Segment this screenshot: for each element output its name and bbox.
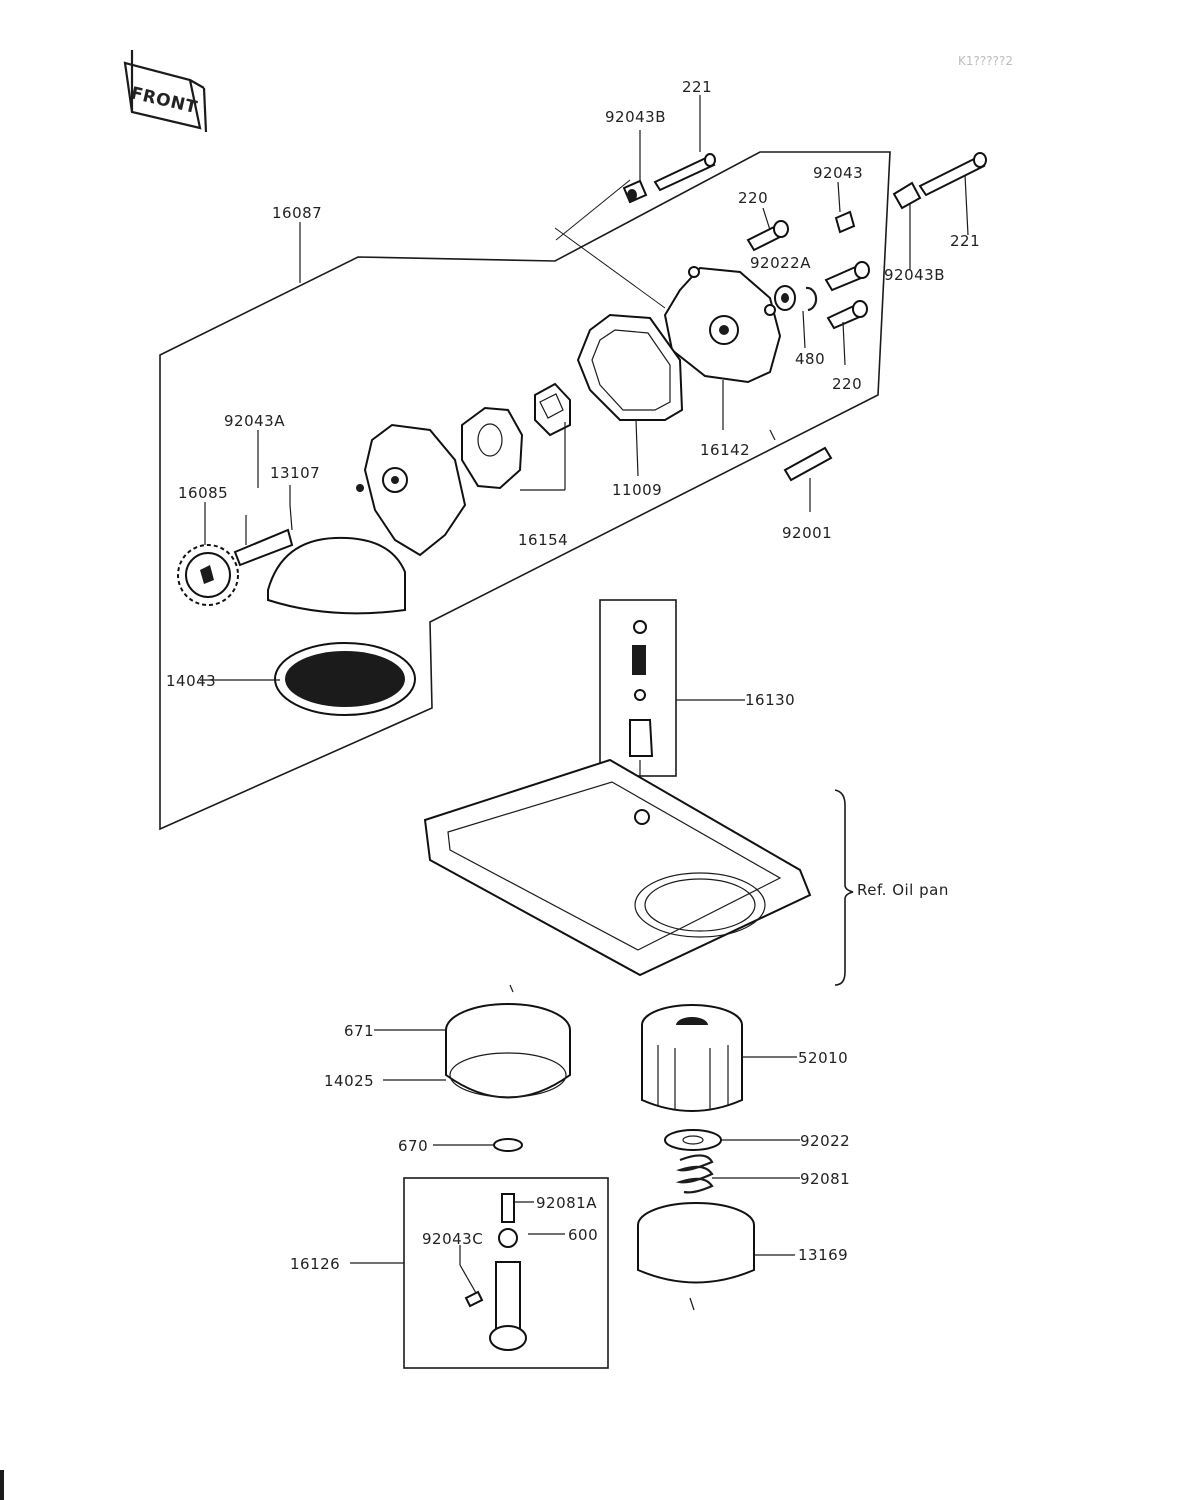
oil-pump-assembly-outline [159, 151, 891, 831]
oil-filter-52010 [641, 1004, 743, 1112]
circlip-480 [805, 286, 818, 312]
relief-valve-16126 [403, 1177, 609, 1369]
bolt-92001 [783, 446, 833, 482]
sprocket-16085 [177, 544, 239, 606]
screws-220-bottom [824, 261, 870, 330]
oil-screen-14043 [274, 642, 416, 716]
label-16087: 16087 [272, 204, 322, 222]
dowel-pin-92043 [834, 210, 856, 234]
guide-line-2 [555, 179, 631, 241]
strainer-ring-14025 [445, 984, 571, 1099]
spring-92081 [675, 1154, 714, 1194]
label-16085: 16085 [178, 484, 228, 502]
bolt-221-right [892, 152, 987, 210]
label-92043b-right: 92043B [884, 266, 945, 284]
shaft-13107 [233, 504, 294, 567]
label-14043: 14043 [166, 672, 216, 690]
label-220-bottom: 220 [832, 375, 862, 393]
scan-edge-mark [0, 1470, 4, 1500]
label-16130: 16130 [745, 691, 795, 709]
label-ref-oil-pan: Ref. Oil pan [857, 881, 949, 899]
gasket-11009 [576, 313, 684, 421]
label-480: 480 [795, 350, 825, 368]
label-92043a: 92043A [224, 412, 285, 430]
screw-220-top [746, 220, 789, 252]
label-52010: 52010 [798, 1049, 848, 1067]
label-92043c: 92043C [422, 1230, 483, 1248]
oil-pan-reference [423, 758, 812, 977]
label-16126: 16126 [290, 1255, 340, 1273]
pump-cover-16142 [663, 266, 782, 384]
guide-line [554, 227, 666, 309]
oil-pan-brace [834, 789, 854, 986]
label-221-top: 221 [682, 78, 712, 96]
filter-cover-13169 [637, 1202, 755, 1311]
label-92022a: 92022A [750, 254, 811, 272]
label-13169: 13169 [798, 1246, 848, 1264]
rotor-16154 [534, 382, 571, 437]
label-92022: 92022 [800, 1132, 850, 1150]
bolt-221-top [622, 153, 716, 204]
label-16142: 16142 [700, 441, 750, 459]
washer-92022 [664, 1129, 722, 1151]
o-ring-670 [493, 1138, 523, 1152]
strainer-housing [267, 536, 406, 615]
label-16154: 16154 [518, 531, 568, 549]
label-92043: 92043 [813, 164, 863, 182]
label-92081: 92081 [800, 1170, 850, 1188]
label-11009: 11009 [612, 481, 662, 499]
label-670: 670 [398, 1137, 428, 1155]
label-600: 600 [568, 1226, 598, 1244]
label-92081a: 92081A [536, 1194, 597, 1212]
figure-code: K1?????2 [958, 54, 1013, 68]
pump-body [356, 423, 467, 557]
rotor-outer [461, 406, 524, 490]
label-220-top: 220 [738, 189, 768, 207]
label-92001: 92001 [782, 524, 832, 542]
label-13107: 13107 [270, 464, 320, 482]
label-221-right: 221 [950, 232, 980, 250]
label-92043b-top: 92043B [605, 108, 666, 126]
label-671: 671 [344, 1022, 374, 1040]
leader-lines [200, 95, 969, 1265]
label-14025: 14025 [324, 1072, 374, 1090]
front-direction-tag: FRONT [123, 50, 208, 133]
